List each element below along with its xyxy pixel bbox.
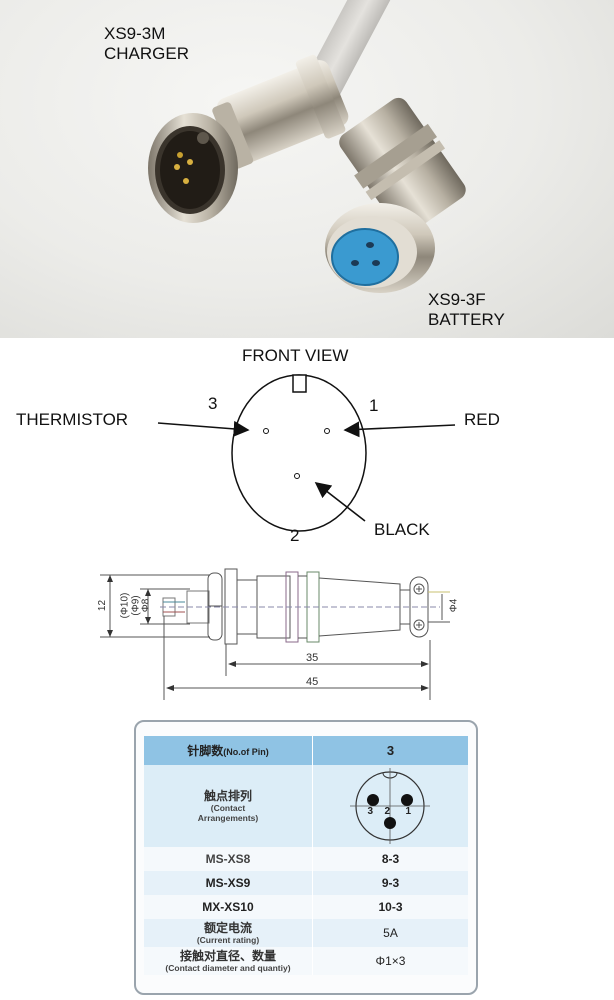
arrangement-pin-2: 2	[384, 806, 391, 817]
pin-3-icon	[263, 428, 269, 434]
dim-diameter-8: Φ8	[140, 598, 152, 613]
current-rating-label: 额定电流 (Current rating)	[144, 919, 313, 947]
model-label: MS-XS9	[144, 871, 313, 895]
pin-1-icon	[324, 428, 330, 434]
female-connector-label: XS9-3F BATTERY	[428, 290, 505, 330]
dim-overall-diameter: 12	[97, 599, 109, 612]
pin-3-number: 3	[208, 394, 218, 413]
model-value: 9-3	[312, 871, 468, 895]
dim-cable-hole: Φ4	[448, 598, 460, 613]
male-connector-label: XS9-3M CHARGER	[104, 24, 189, 64]
dimension-drawing	[100, 568, 450, 700]
spec-table-panel: 针脚数(No.of Pin) 3 触点排列 (Contact Arrangeme…	[134, 720, 478, 995]
key-notch-icon	[292, 374, 307, 393]
front-view-diagram: FRONT VIEW 3 1 2 THERMISTOR RED BLACK	[0, 338, 614, 560]
pin-count-label-cn: 针脚数	[187, 744, 224, 758]
arrangement-pin-1: 1	[405, 806, 412, 817]
connector-photo: XS9-3M CHARGER XS9-3F BATTERY	[0, 0, 614, 338]
red-arrow-icon	[343, 421, 456, 438]
dim-body-length: 35	[306, 652, 319, 664]
table-row-pin-count: 针脚数(No.of Pin) 3	[144, 736, 468, 765]
spec-table: 针脚数(No.of Pin) 3 触点排列 (Contact Arrangeme…	[144, 736, 468, 975]
female-connector-role: BATTERY	[428, 310, 505, 329]
model-value: 10-3	[312, 895, 468, 919]
contact-arrangement-label-en-1: (Contact	[210, 802, 246, 813]
table-row: MS-XS9 9-3	[144, 871, 468, 895]
black-wire-label: BLACK	[374, 520, 430, 539]
contact-arrangement-label-en-2: Arrangements)	[197, 812, 259, 823]
table-row-contact-diameter: 接触对直径、数量 (Contact diameter and quantiy) …	[144, 947, 468, 975]
model-label: MX-XS10	[144, 895, 313, 919]
pinout-drawing	[157, 374, 456, 532]
contact-diameter-label-cn: 接触对直径、数量	[179, 948, 276, 963]
pin-2-icon	[294, 473, 300, 479]
dim-diameter-10: (Φ10)	[119, 592, 131, 619]
dim-overall-length: 45	[306, 676, 319, 688]
current-rating-value: 5A	[312, 919, 468, 947]
contact-arrangement-label: 触点排列 (Contact Arrangements)	[144, 765, 313, 847]
contact-arrangement-diagram: 3 2 1	[312, 765, 468, 847]
table-row-contact-arrangement: 触点排列 (Contact Arrangements) 3	[144, 765, 468, 847]
connector-photo-illustration	[148, 0, 466, 293]
red-wire-label: RED	[464, 410, 500, 429]
arrangement-pin-3: 3	[367, 806, 374, 817]
thermistor-label: THERMISTOR	[16, 410, 129, 429]
current-rating-label-cn: 额定电流	[203, 920, 252, 935]
male-connector-role: CHARGER	[104, 44, 190, 63]
male-connector-model: XS9-3M	[104, 24, 166, 43]
contact-diameter-label-en: (Contact diameter and quantiy)	[165, 962, 291, 973]
current-rating-label-en: (Current rating)	[196, 934, 260, 945]
thermistor-arrow-icon	[157, 420, 250, 437]
model-value: 8-3	[312, 847, 468, 871]
black-arrow-icon	[314, 482, 366, 522]
contact-diameter-value: Φ1×3	[312, 947, 468, 975]
connector-outline	[231, 374, 367, 532]
pin-arrangement-icon	[350, 768, 431, 844]
pin-1-number: 1	[369, 396, 379, 415]
model-label: MS-XS8	[144, 847, 313, 871]
table-row-current-rating: 额定电流 (Current rating) 5A	[144, 919, 468, 947]
pin-count-label: 针脚数(No.of Pin)	[144, 736, 313, 765]
table-row: MX-XS10 10-3	[144, 895, 468, 919]
table-row: MS-XS8 8-3	[144, 847, 468, 871]
female-connector-model: XS9-3F	[428, 290, 486, 309]
front-view-title: FRONT VIEW	[242, 346, 349, 365]
pin-2-number: 2	[290, 526, 300, 545]
male-connector	[148, 54, 349, 223]
mechanical-drawing: 12 (Φ10) (Φ9) Φ8 Φ4 35 45	[0, 560, 614, 710]
pin-count-label-en: (No.of Pin)	[223, 747, 269, 757]
contact-arrangement-label-cn: 触点排列	[203, 788, 252, 803]
female-connector	[325, 97, 466, 293]
contact-diameter-label: 接触对直径、数量 (Contact diameter and quantiy)	[144, 947, 313, 975]
pin-count-value: 3	[312, 736, 468, 765]
